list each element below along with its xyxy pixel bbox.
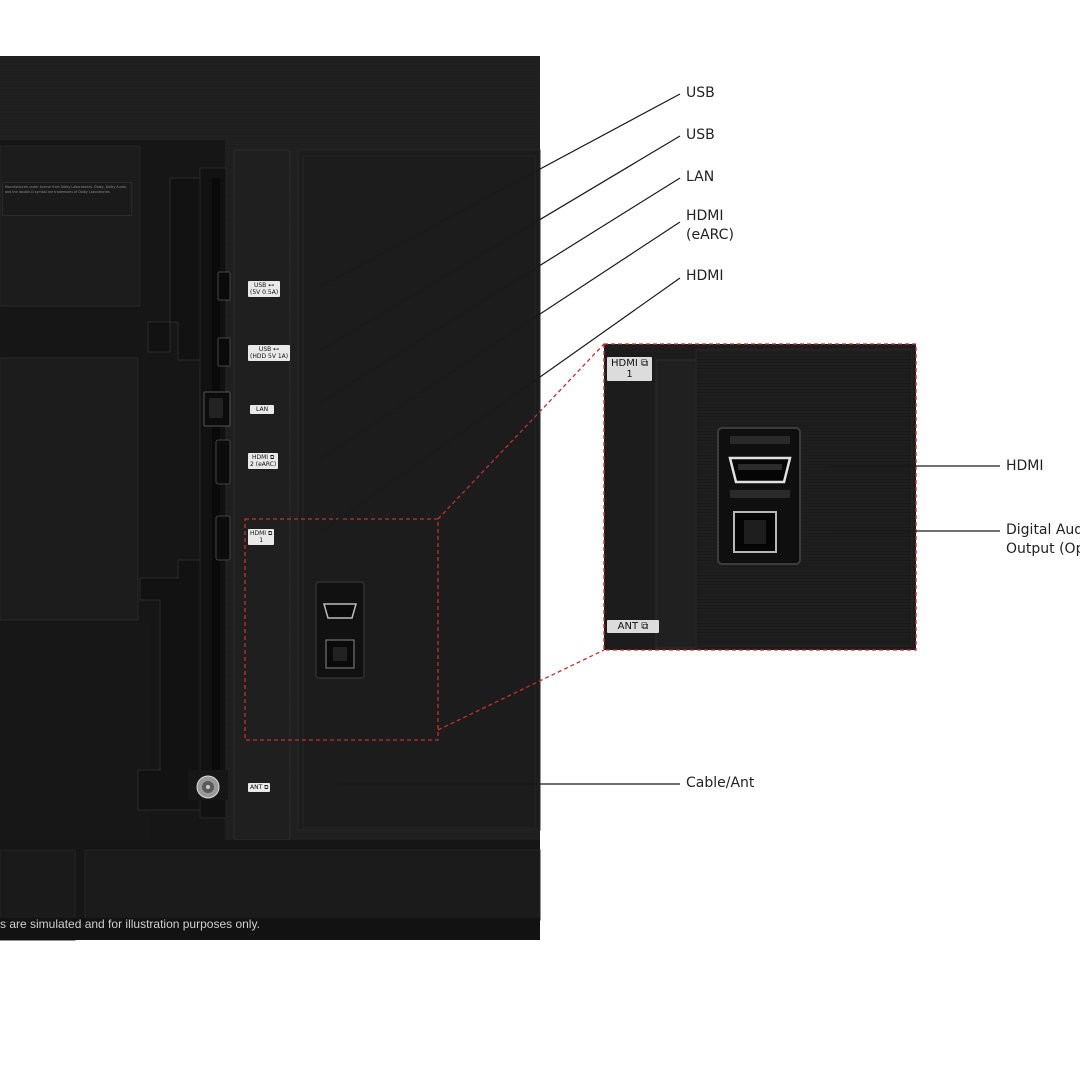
callout-cable-ant: Cable/Ant <box>686 775 755 791</box>
port-usb-1 <box>217 271 231 301</box>
callout-hdmi: HDMI <box>686 268 724 284</box>
leader-hdmi <box>317 277 681 535</box>
port-usb-2 <box>217 337 231 367</box>
leader-lan <box>317 177 681 405</box>
port-lan <box>203 391 231 427</box>
callout-usb-2: USB <box>686 127 715 143</box>
leader-usb-2 <box>317 135 681 353</box>
tv-back-panel <box>0 56 541 941</box>
port-tag-ant: ANT ⧉ <box>248 783 271 792</box>
zoom-source-box <box>244 518 439 741</box>
port-antenna <box>188 770 228 800</box>
zoom-port-tag-ant: ANT ⧉ <box>607 620 659 633</box>
dolby-notice-text: Manufactured under license from Dolby La… <box>5 185 127 194</box>
port-hdmi-1 <box>215 515 231 561</box>
port-tag-hdmi-1: HDMI ⧉1 <box>248 529 275 545</box>
zoom-port-tag-hdmi-1: HDMI ⧉1 <box>607 357 653 381</box>
disclaimer-text: s are simulated and for illustration pur… <box>0 917 260 931</box>
port-tag-usb-2: USB ⊷(HDD 5V 1A) <box>248 345 291 361</box>
port-hdmi-side <box>315 581 365 679</box>
zoom-connector-bottom <box>437 649 605 731</box>
callout-hdmi-earc: HDMI(eARC) <box>686 208 734 243</box>
zoom-inset <box>603 343 917 651</box>
leader-hdmi-earc <box>317 221 681 461</box>
port-tag-usb-1: USB ⊷(5V 0.5A) <box>248 281 281 297</box>
leader-usb-1 <box>317 93 681 289</box>
dolby-notice: Manufactured under license from Dolby La… <box>2 182 132 216</box>
port-tag-lan: LAN <box>250 405 275 414</box>
leader-lines <box>317 93 1000 785</box>
zoom-callout-hdmi: HDMI <box>1006 458 1044 474</box>
port-hdmi-2 <box>215 439 231 485</box>
zoom-connector-top <box>437 343 605 520</box>
callout-lan: LAN <box>686 169 715 185</box>
port-tag-hdmi-2: HDMI ⧉2 (eARC) <box>248 453 279 469</box>
callout-usb-1: USB <box>686 85 715 101</box>
